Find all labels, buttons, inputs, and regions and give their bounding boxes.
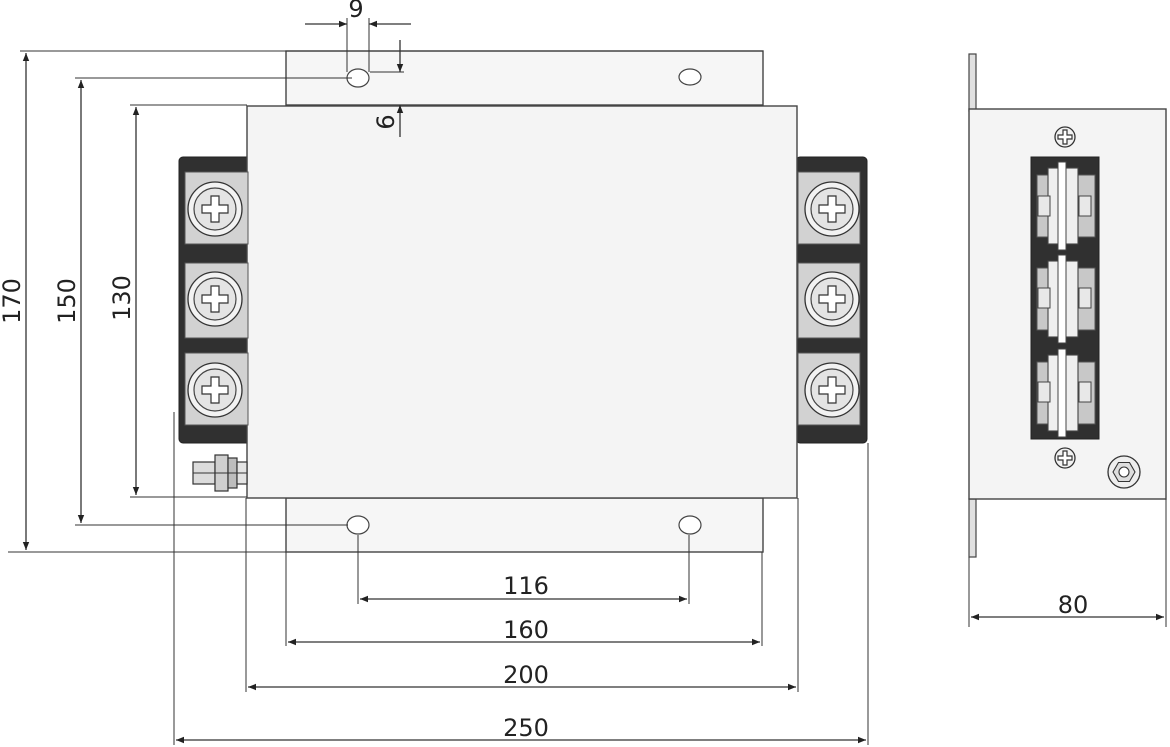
side-view: 80 (968, 53, 1167, 627)
side-screw-icon (1054, 447, 1076, 469)
front-view: 9 6 170 150 130 116 160 200 250 (0, 0, 869, 745)
side-terminal-unit (1036, 348, 1096, 438)
dim-160-label: 160 (503, 616, 549, 644)
dim-9-label: 9 (348, 0, 363, 23)
mounting-hole (346, 515, 370, 535)
filter-body (246, 105, 798, 499)
side-mounting-flange (968, 498, 977, 558)
dim-130-label: 130 (108, 275, 136, 321)
terminal-screw-icon (804, 362, 860, 418)
dim-116-label: 116 (503, 572, 549, 600)
ground-stud (192, 454, 248, 492)
dim-250-label: 250 (503, 714, 549, 742)
dim-200-label: 200 (503, 661, 549, 689)
side-terminal-unit (1036, 161, 1096, 251)
dim-150-label: 150 (53, 278, 81, 324)
terminal-screw-icon (187, 181, 243, 237)
mounting-hole (678, 515, 702, 535)
terminal-screw-icon (187, 362, 243, 418)
ground-nut-icon (1107, 455, 1141, 489)
terminal-screw-icon (187, 271, 243, 327)
terminal-screw-icon (804, 271, 860, 327)
dim-170-label: 170 (0, 278, 26, 324)
dim-80-label: 80 (1058, 591, 1089, 619)
mounting-hole (678, 68, 702, 86)
side-screw-icon (1054, 126, 1076, 148)
side-mounting-flange (968, 53, 977, 112)
side-terminal-unit (1036, 254, 1096, 344)
terminal-screw-icon (804, 181, 860, 237)
dim-6-label: 6 (372, 114, 400, 129)
